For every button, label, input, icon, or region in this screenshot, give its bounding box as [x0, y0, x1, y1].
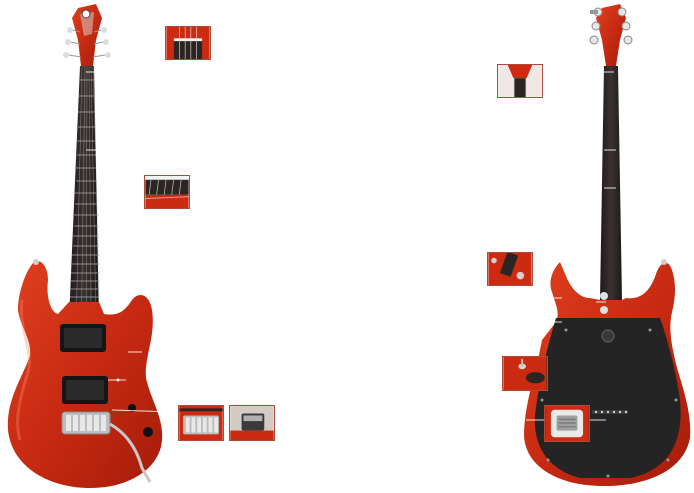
thumbnail-neck-joint[interactable]: [487, 252, 533, 286]
fret-markers-image: [145, 176, 189, 208]
back-headstock: [589, 4, 633, 66]
thumbnail-headstock-nut[interactable]: [165, 26, 211, 60]
headstock-nut-image: [166, 27, 210, 59]
back-neck: [600, 66, 622, 300]
thumbnail-fret-markers[interactable]: [144, 175, 190, 209]
thumbnail-tremolo-cavity[interactable]: [544, 405, 590, 442]
front-body: [7, 259, 163, 488]
thumbnail-tailpiece[interactable]: [229, 405, 275, 441]
bridge-saddles-image: [179, 406, 223, 440]
front-headstock: [63, 4, 111, 66]
jack-input-image: [503, 357, 547, 390]
tremolo-cavity-image: [545, 406, 589, 441]
neck-joint-image: [488, 253, 532, 285]
thumbnail-neck-heel-back[interactable]: [497, 64, 543, 98]
thumbnail-jack-input[interactable]: [502, 356, 548, 391]
thumbnail-bridge-saddles[interactable]: [178, 405, 224, 441]
neck-heel-back-image: [498, 65, 542, 97]
tailpiece-image: [230, 406, 274, 440]
